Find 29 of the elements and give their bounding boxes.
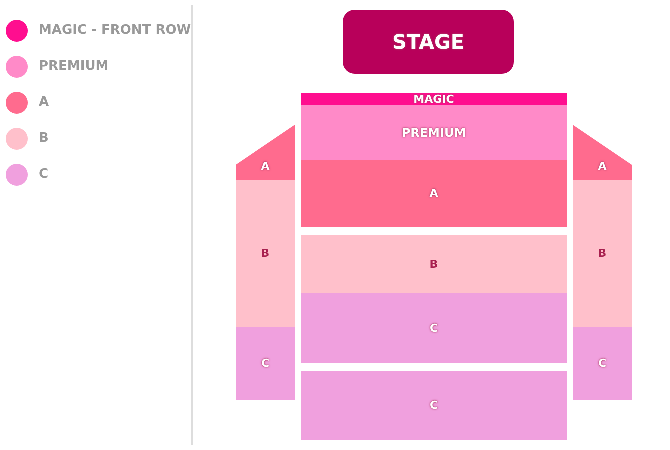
seating-section (573, 180, 632, 327)
seating-section (236, 327, 295, 400)
stage-label: STAGE (392, 30, 465, 54)
seating-section (301, 293, 567, 363)
section-label: C (261, 357, 270, 370)
section-label: B (261, 247, 270, 260)
seating-section (301, 160, 567, 227)
section-label: C (430, 322, 438, 334)
section-label: MAGIC (414, 92, 454, 106)
stage-platform (343, 10, 514, 74)
seating-section (301, 93, 567, 105)
section-label: B (430, 258, 438, 270)
seating-section (301, 105, 567, 160)
legend-label: MAGIC - FRONT ROW (39, 23, 192, 38)
section-label: PREMIUM (402, 126, 466, 140)
section-label: C (598, 357, 607, 370)
legend-label: A (39, 95, 50, 110)
section-label: A (598, 160, 607, 173)
seating-section (236, 180, 295, 327)
legend-label: B (39, 131, 49, 146)
seating-section (301, 371, 567, 440)
section-label: C (430, 399, 438, 412)
section-label: A (430, 187, 438, 200)
seating-section (301, 235, 567, 293)
section-label: A (261, 160, 270, 173)
legend-label: PREMIUM (39, 59, 109, 74)
legend-label: C (39, 167, 49, 182)
section-label: B (598, 247, 607, 260)
seating-section (573, 327, 632, 400)
